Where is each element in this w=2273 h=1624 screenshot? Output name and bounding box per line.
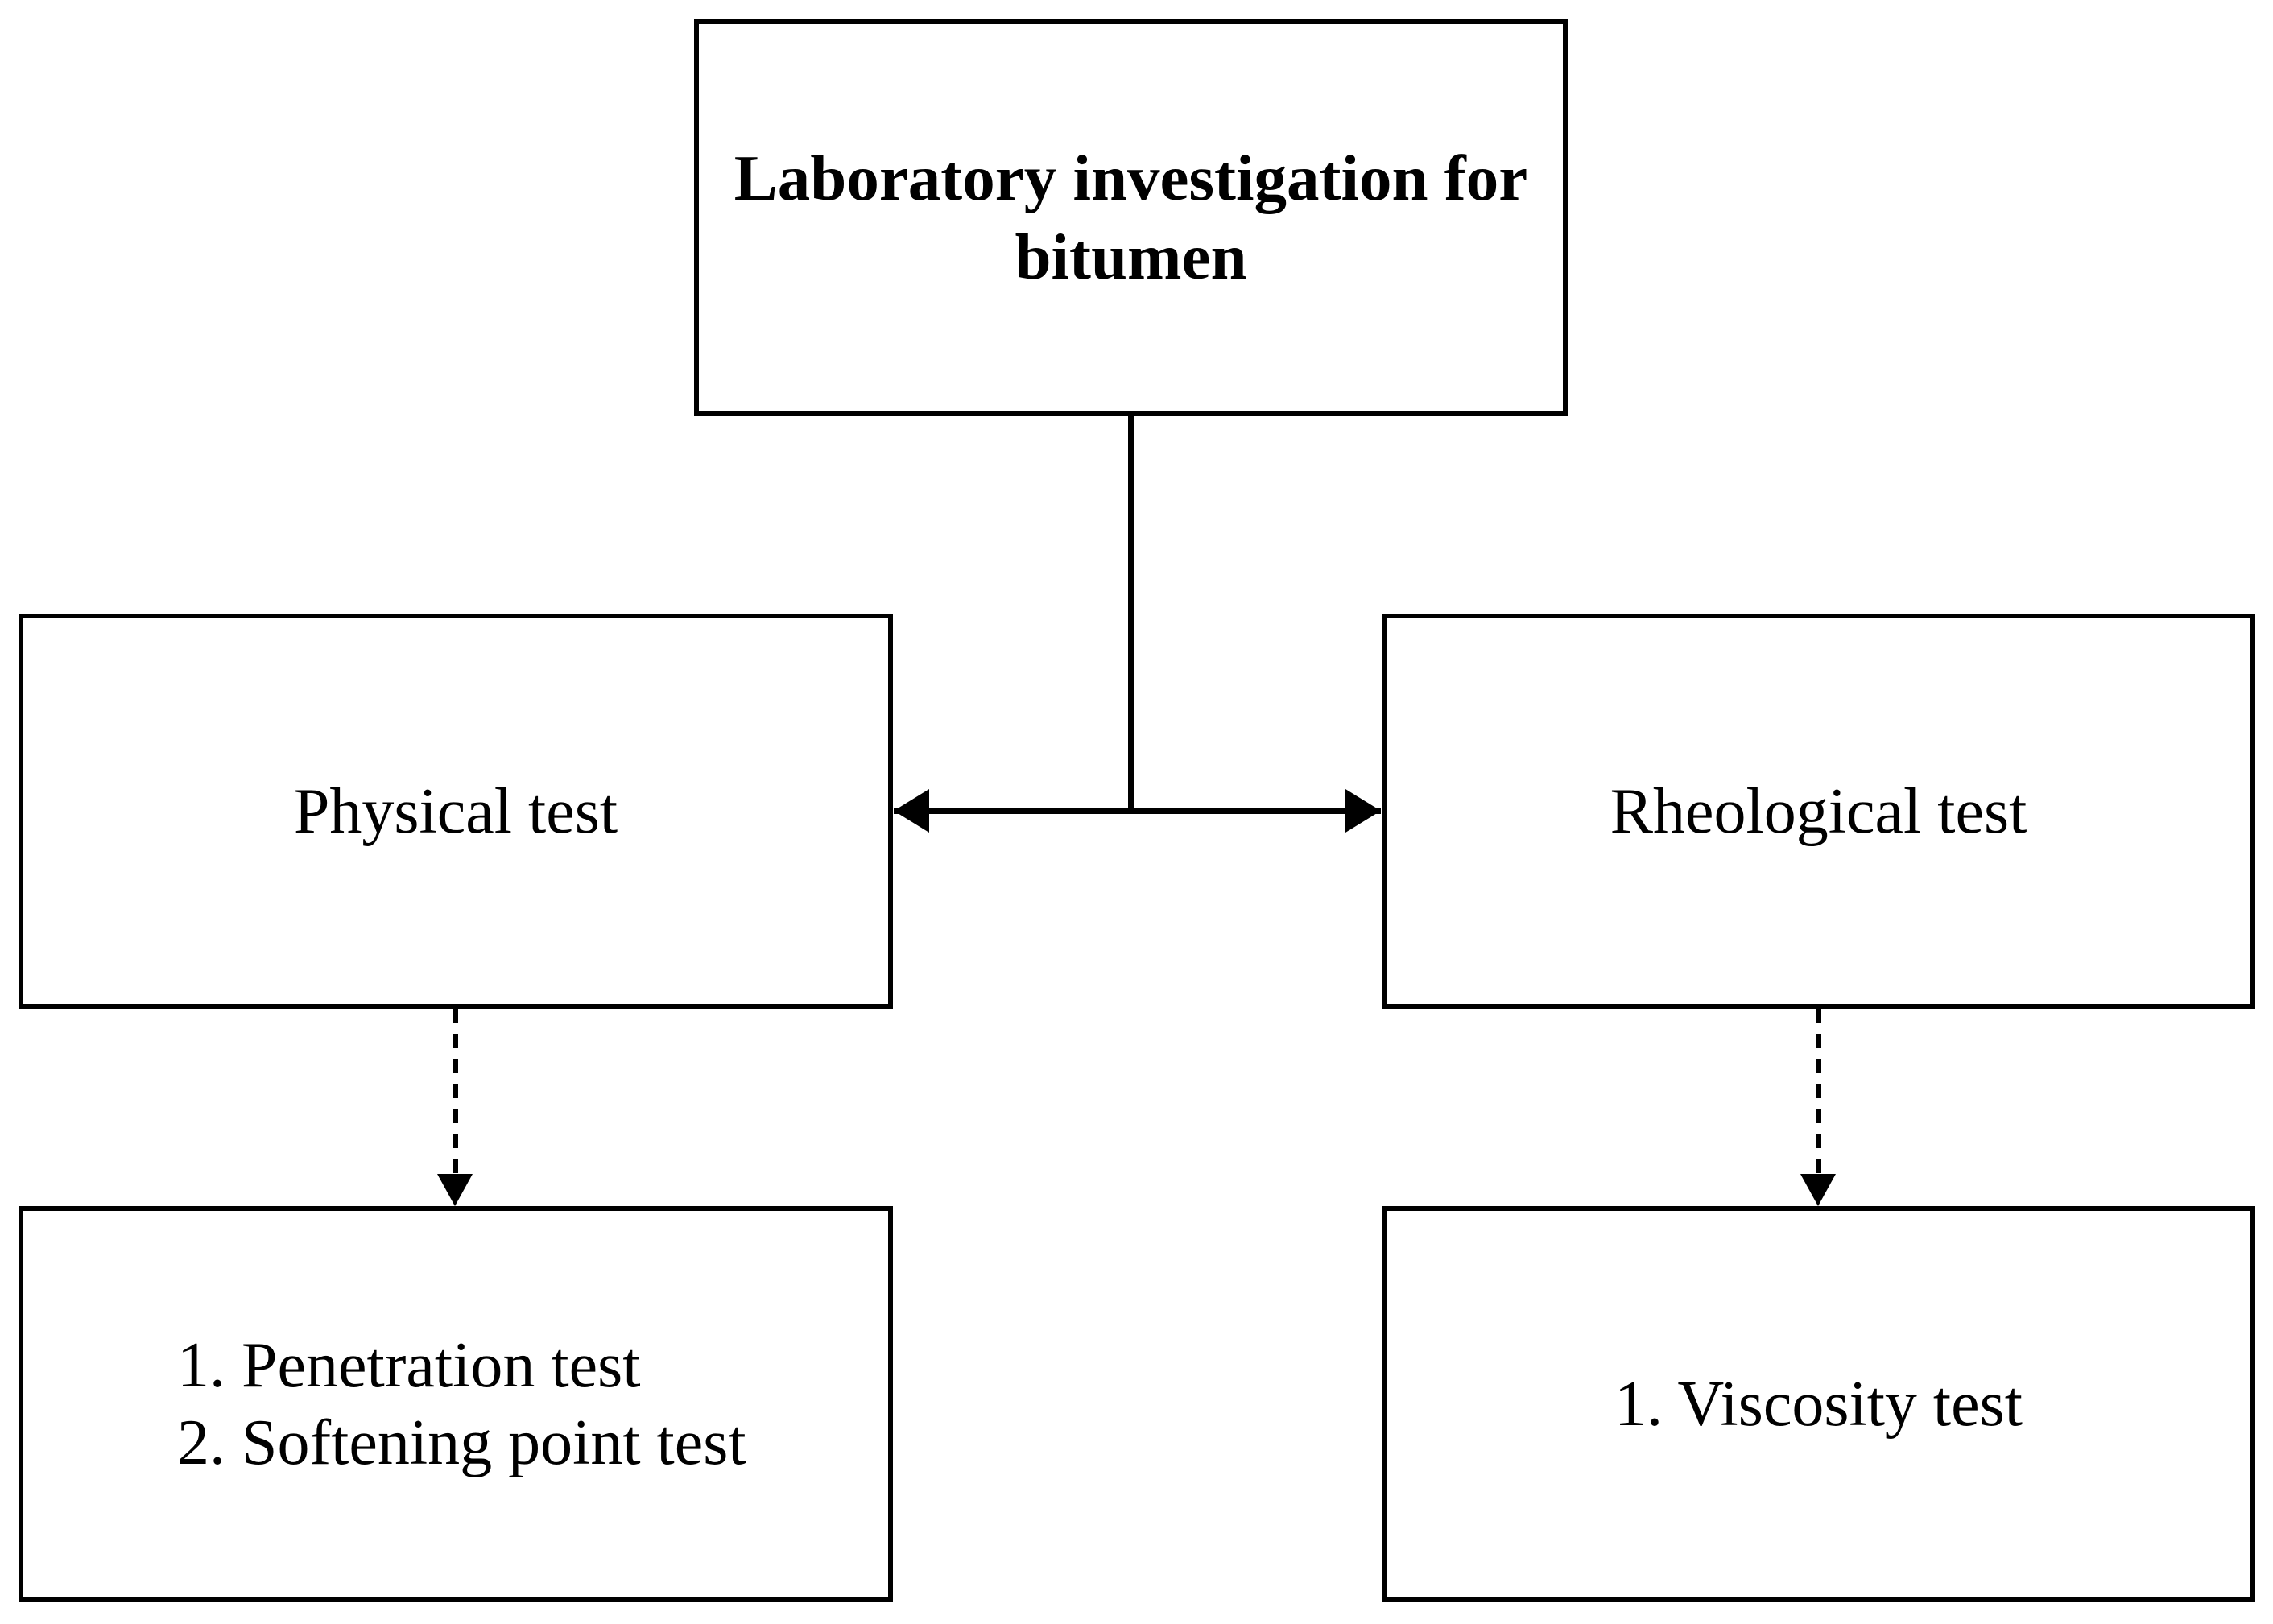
title-line-1: Laboratory investigation for: [734, 142, 1528, 215]
node-rheological-test-list: 1. Viscosity test: [1382, 1206, 2255, 1602]
connector-branches-horizontal-line: [894, 808, 1381, 814]
list-item-viscosity-test: 1. Viscosity test: [1614, 1369, 2023, 1440]
arrowhead-left-icon: [894, 789, 929, 833]
node-physical-test-list-label: 1. Penetration test 2. Softening point t…: [177, 1327, 746, 1481]
node-physical-test: Physical test: [19, 614, 893, 1009]
title-line-2: bitumen: [1015, 220, 1247, 293]
node-laboratory-investigation-label: Laboratory investigation for bitumen: [734, 139, 1527, 295]
node-rheological-test-label: Rheological test: [1610, 775, 2027, 847]
arrowhead-down-rheological-icon: [1800, 1174, 1836, 1206]
arrowhead-down-physical-icon: [437, 1174, 473, 1206]
node-physical-test-list: 1. Penetration test 2. Softening point t…: [19, 1206, 893, 1602]
node-rheological-test: Rheological test: [1382, 614, 2255, 1009]
dashed-connector-rheological: [1816, 1009, 1821, 1176]
dashed-connector-physical: [453, 1009, 458, 1176]
arrowhead-right-icon: [1345, 789, 1381, 833]
list-item-softening-point-test: 2. Softening point test: [177, 1407, 746, 1478]
connector-root-vertical-line: [1128, 416, 1134, 814]
node-laboratory-investigation: Laboratory investigation for bitumen: [694, 19, 1568, 416]
list-item-penetration-test: 1. Penetration test: [177, 1330, 641, 1401]
node-physical-test-label: Physical test: [293, 775, 618, 847]
